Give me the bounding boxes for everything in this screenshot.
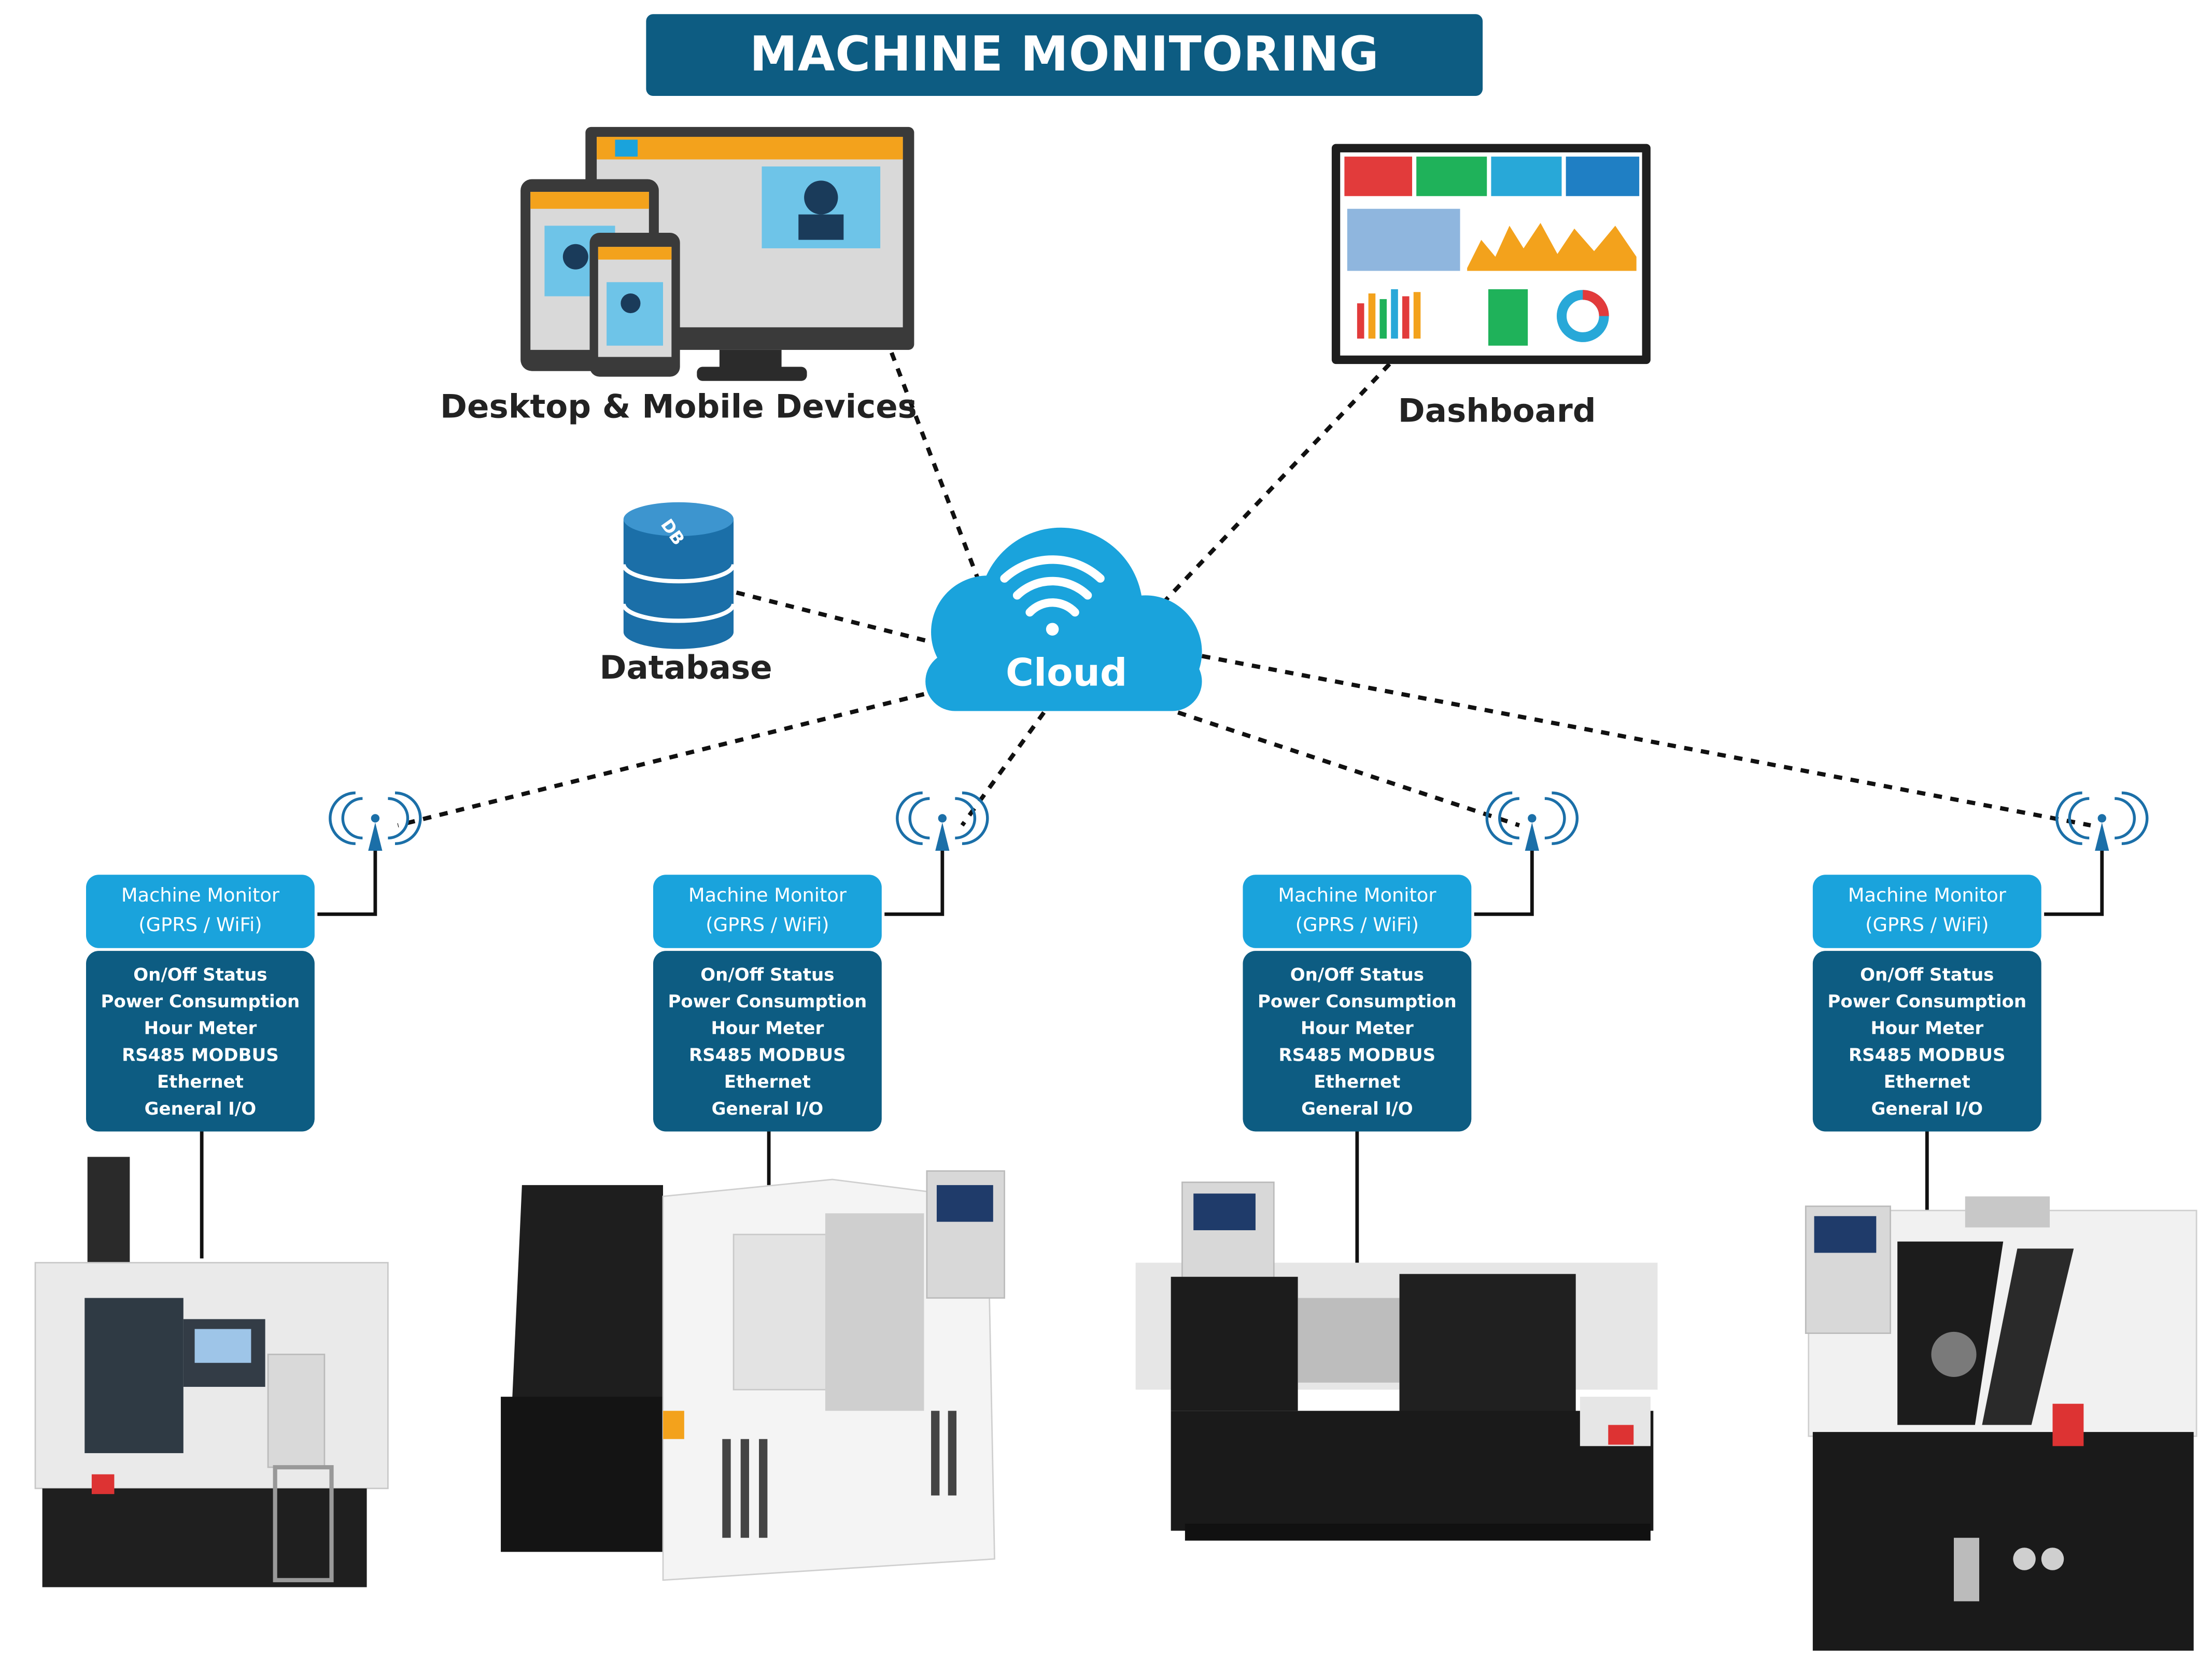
monitor-connectivity: (GPRS / WiFi) <box>1295 914 1419 937</box>
feature-item: On/Off Status <box>1290 963 1425 985</box>
dashboard-screen-icon <box>1331 144 1651 364</box>
feature-item: Power Consumption <box>101 990 300 1012</box>
connector-lines <box>397 352 2091 827</box>
machine-monitor-features: On/Off Status Power Consumption Hour Met… <box>1243 951 1472 1132</box>
wifi-cloud-icon <box>925 527 1202 711</box>
feature-item: Power Consumption <box>1827 990 2027 1012</box>
link-cloud-antenna-4 <box>1201 654 2091 827</box>
desktop-mobile-devices-icon <box>520 126 914 381</box>
monitor-connectivity: (GPRS / WiFi) <box>1865 914 1989 937</box>
feature-item: RS485 MODBUS <box>689 1044 846 1065</box>
link-cloud-antenna-3 <box>1177 710 1520 827</box>
database-label: Database <box>599 650 772 687</box>
dashboard-label: Dashboard <box>1398 393 1596 430</box>
feature-item: General I/O <box>1301 1098 1413 1119</box>
monitor-title: Machine Monitor <box>121 884 279 907</box>
feature-item: RS485 MODBUS <box>122 1044 279 1065</box>
link-cloud-antenna-2 <box>960 711 1046 827</box>
machine-monitor-header: Machine Monitor (GPRS / WiFi) <box>1812 875 2041 948</box>
cnc-machine-4 <box>1805 1196 2197 1651</box>
link-dashboard-cloud <box>1155 362 1391 611</box>
cnc-machine-3 <box>1135 1182 1658 1541</box>
machine-monitor-header: Machine Monitor (GPRS / WiFi) <box>1243 875 1472 948</box>
feature-item: On/Off Status <box>133 963 267 985</box>
feature-item: Hour Meter <box>1870 1017 1984 1038</box>
monitor-connectivity: (GPRS / WiFi) <box>138 914 262 937</box>
monitor-title: Machine Monitor <box>688 884 847 907</box>
feature-item: Ethernet <box>724 1071 811 1092</box>
antenna-icon-3 <box>1485 791 1579 851</box>
cloud-label: Cloud <box>1006 652 1128 696</box>
feature-item: On/Off Status <box>1860 963 1994 985</box>
feature-item: Power Consumption <box>1257 990 1457 1012</box>
feature-item: RS485 MODBUS <box>1278 1044 1436 1065</box>
feature-item: General I/O <box>1871 1098 1983 1119</box>
link-cloud-antenna-1 <box>397 692 925 827</box>
cnc-machine-1 <box>34 1157 389 1587</box>
feature-item: Hour Meter <box>1301 1017 1414 1038</box>
machine-monitor-header: Machine Monitor (GPRS / WiFi) <box>86 875 315 948</box>
link-database-cloud <box>736 590 932 644</box>
feature-item: On/Off Status <box>700 963 835 985</box>
feature-item: Ethernet <box>157 1071 244 1092</box>
monitor-title: Machine Monitor <box>1848 884 2006 907</box>
antenna-icon-4 <box>2055 791 2149 851</box>
feature-item: Ethernet <box>1314 1071 1401 1092</box>
machine-monitor-features: On/Off Status Power Consumption Hour Met… <box>653 951 882 1132</box>
feature-item: General I/O <box>144 1098 257 1119</box>
antenna-icon-2 <box>896 791 989 851</box>
machine-monitor-features: On/Off Status Power Consumption Hour Met… <box>86 951 315 1132</box>
feature-item: RS485 MODBUS <box>1848 1044 2006 1065</box>
database-icon: DB <box>621 502 736 649</box>
cnc-machine-2 <box>501 1170 1005 1581</box>
feature-item: General I/O <box>711 1098 824 1119</box>
devices-label: Desktop & Mobile Devices <box>440 389 917 426</box>
link-devices-cloud <box>890 352 983 586</box>
monitor-title: Machine Monitor <box>1278 884 1436 907</box>
wire-lines <box>200 846 2104 1281</box>
feature-item: Ethernet <box>1883 1071 1970 1092</box>
antenna-icon-1 <box>329 791 422 851</box>
page-title: MACHINE MONITORING SYSTEM <box>646 14 1483 165</box>
feature-item: Hour Meter <box>711 1017 824 1038</box>
feature-item: Power Consumption <box>668 990 867 1012</box>
feature-item: Hour Meter <box>144 1017 257 1038</box>
machine-monitor-header: Machine Monitor (GPRS / WiFi) <box>653 875 882 948</box>
machine-monitor-features: On/Off Status Power Consumption Hour Met… <box>1812 951 2041 1132</box>
monitor-connectivity: (GPRS / WiFi) <box>706 914 829 937</box>
